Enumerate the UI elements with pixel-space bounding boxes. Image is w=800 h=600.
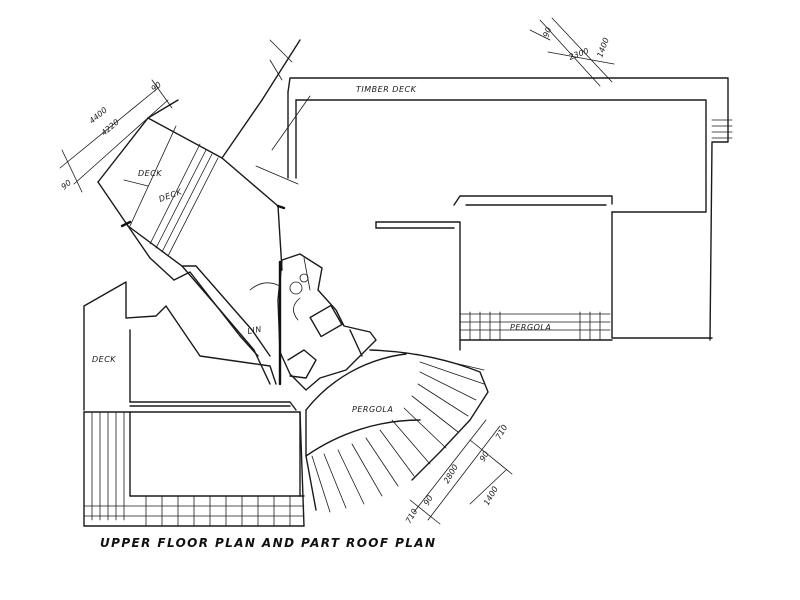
dim-pergola-90-bottom: 90	[422, 494, 435, 507]
curved-pergola	[305, 349, 489, 513]
construction-lines	[255, 39, 299, 185]
dim-deck-outer: 4400	[88, 106, 109, 126]
dim-timber-2300: 2300	[568, 46, 590, 61]
drawing-caption: UPPER FLOOR PLAN AND PART ROOF PLAN	[100, 536, 437, 550]
label-pergola-right: PERGOLA	[510, 323, 551, 332]
lower-left-blocks	[83, 281, 305, 527]
dim-timber-90: 90	[541, 26, 553, 39]
dim-pergola-90-top: 90	[478, 450, 491, 463]
angled-wing	[97, 39, 311, 385]
dim-timber-1400: 1400	[595, 36, 610, 58]
pergola-right-slats	[459, 311, 611, 341]
label-deck-upper: DECK	[138, 169, 162, 178]
dim-deck-90-bottom: 90	[60, 178, 74, 191]
dim-pergola-710-bottom: 710	[404, 507, 419, 525]
deck-dimension-lines	[59, 79, 173, 193]
dim-deck-90-top: 90	[150, 80, 164, 93]
dim-pergola-710-top: 710	[494, 423, 509, 441]
pergola-rafters	[311, 353, 485, 513]
main-roof-outline	[287, 77, 729, 351]
label-deck-left: DECK	[92, 355, 116, 364]
label-pergola-curved: PERGOLA	[352, 405, 393, 414]
dim-pergola-1400: 1400	[482, 485, 500, 507]
timber-dimension-lines	[529, 17, 615, 87]
label-timber-deck: TIMBER DECK	[356, 85, 417, 94]
bathroom-core	[249, 253, 377, 391]
timber-deck-stair	[711, 119, 733, 139]
label-linen: LIN	[247, 325, 263, 336]
pergola-dimension-lines	[409, 419, 513, 525]
